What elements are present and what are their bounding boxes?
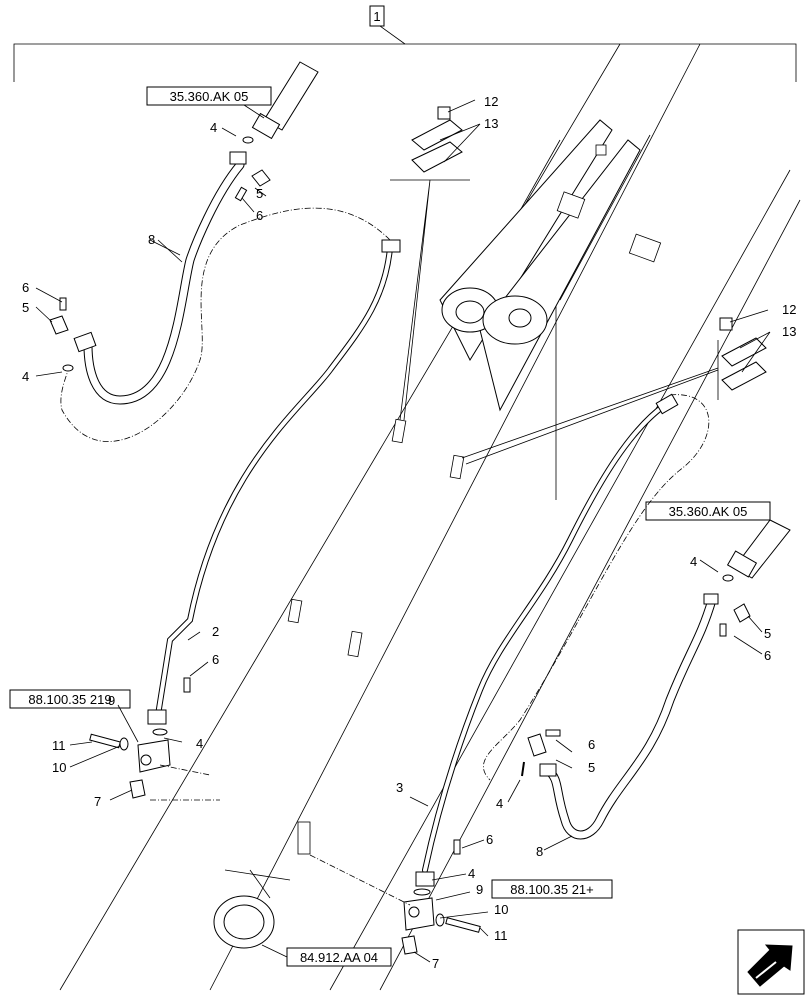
callout-6-block-right: 6 <box>486 832 493 847</box>
ref-right-block-text: 88.100.35 21+ <box>510 882 594 897</box>
callout-10-left: 10 <box>52 760 66 775</box>
clamp-upper <box>390 106 470 421</box>
upper-fittings <box>49 136 271 372</box>
right-fittings <box>521 574 751 777</box>
hose-right <box>539 593 719 840</box>
callout-13-upper: 13 <box>484 116 498 131</box>
callout-5-right-mid: 5 <box>588 760 595 775</box>
clamp-right <box>461 317 767 465</box>
callout-5-right-upper: 5 <box>764 626 771 641</box>
ref-boom-text: 84.912.AA 04 <box>300 950 378 965</box>
ref-left-block[interactable]: 88.100.35 219 <box>9 689 131 709</box>
callout-6-right-upper: 6 <box>764 648 771 663</box>
callout-6-block-left: 6 <box>212 652 219 667</box>
callout-7-right: 7 <box>432 956 439 971</box>
next-page-arrow-icon[interactable] <box>737 929 805 995</box>
callout-4-left: 4 <box>22 369 29 384</box>
ref-right-cylinder[interactable]: 35.360.AK 05 <box>645 501 771 521</box>
right-cylinder-stub <box>726 519 791 579</box>
ref-right-cylinder-text: 35.360.AK 05 <box>669 504 748 519</box>
callout-9-right: 9 <box>476 882 483 897</box>
callout-8-right: 8 <box>536 844 543 859</box>
callout-4-right-mid: 4 <box>496 796 503 811</box>
callout-3: 3 <box>396 780 403 795</box>
left-routing-line <box>60 207 391 442</box>
callout-12-right: 12 <box>782 302 796 317</box>
ref-left-block-text: 88.100.35 219 <box>28 692 111 707</box>
ref-upper-cylinder[interactable]: 35.360.AK 05 <box>146 86 272 119</box>
leader-lines <box>35 99 771 963</box>
callout-4-block-right: 4 <box>468 866 475 881</box>
callout-11-right: 11 <box>494 928 508 943</box>
block-left <box>89 677 220 801</box>
callout-4-right-upper: 4 <box>690 554 697 569</box>
callout-10-right: 10 <box>494 902 508 917</box>
callout-6-right-mid: 6 <box>588 737 595 752</box>
callout-6-left: 6 <box>22 280 29 295</box>
callout-13-right: 13 <box>782 324 796 339</box>
ref-boom[interactable]: 84.912.AA 04 <box>261 944 392 967</box>
hose-left <box>73 151 247 405</box>
pipe-2 <box>155 239 401 718</box>
callout-2: 2 <box>212 624 219 639</box>
callout-6-upper: 6 <box>256 208 263 223</box>
callout-5-upper: 5 <box>256 186 263 201</box>
boom-structure <box>59 43 801 991</box>
block-right <box>309 839 481 955</box>
assembly-number: 1 <box>373 9 380 24</box>
ref-upper-cylinder-text: 35.360.AK 05 <box>170 89 249 104</box>
callout-4-upper: 4 <box>210 120 217 135</box>
callout-12-upper: 12 <box>484 94 498 109</box>
callout-7-left: 7 <box>94 794 101 809</box>
callout-9-left: 9 <box>108 693 115 708</box>
callout-5-left: 5 <box>22 300 29 315</box>
right-routing-line <box>483 394 710 781</box>
assembly-bracket: 1 <box>13 5 797 82</box>
callout-4-block-left: 4 <box>196 736 203 751</box>
callout-11-left: 11 <box>52 738 66 753</box>
ref-right-block[interactable]: 88.100.35 21+ <box>491 879 613 899</box>
callout-8-left: 8 <box>148 232 155 247</box>
pipe-3 <box>422 393 679 873</box>
upper-cylinder-stub <box>251 61 319 140</box>
